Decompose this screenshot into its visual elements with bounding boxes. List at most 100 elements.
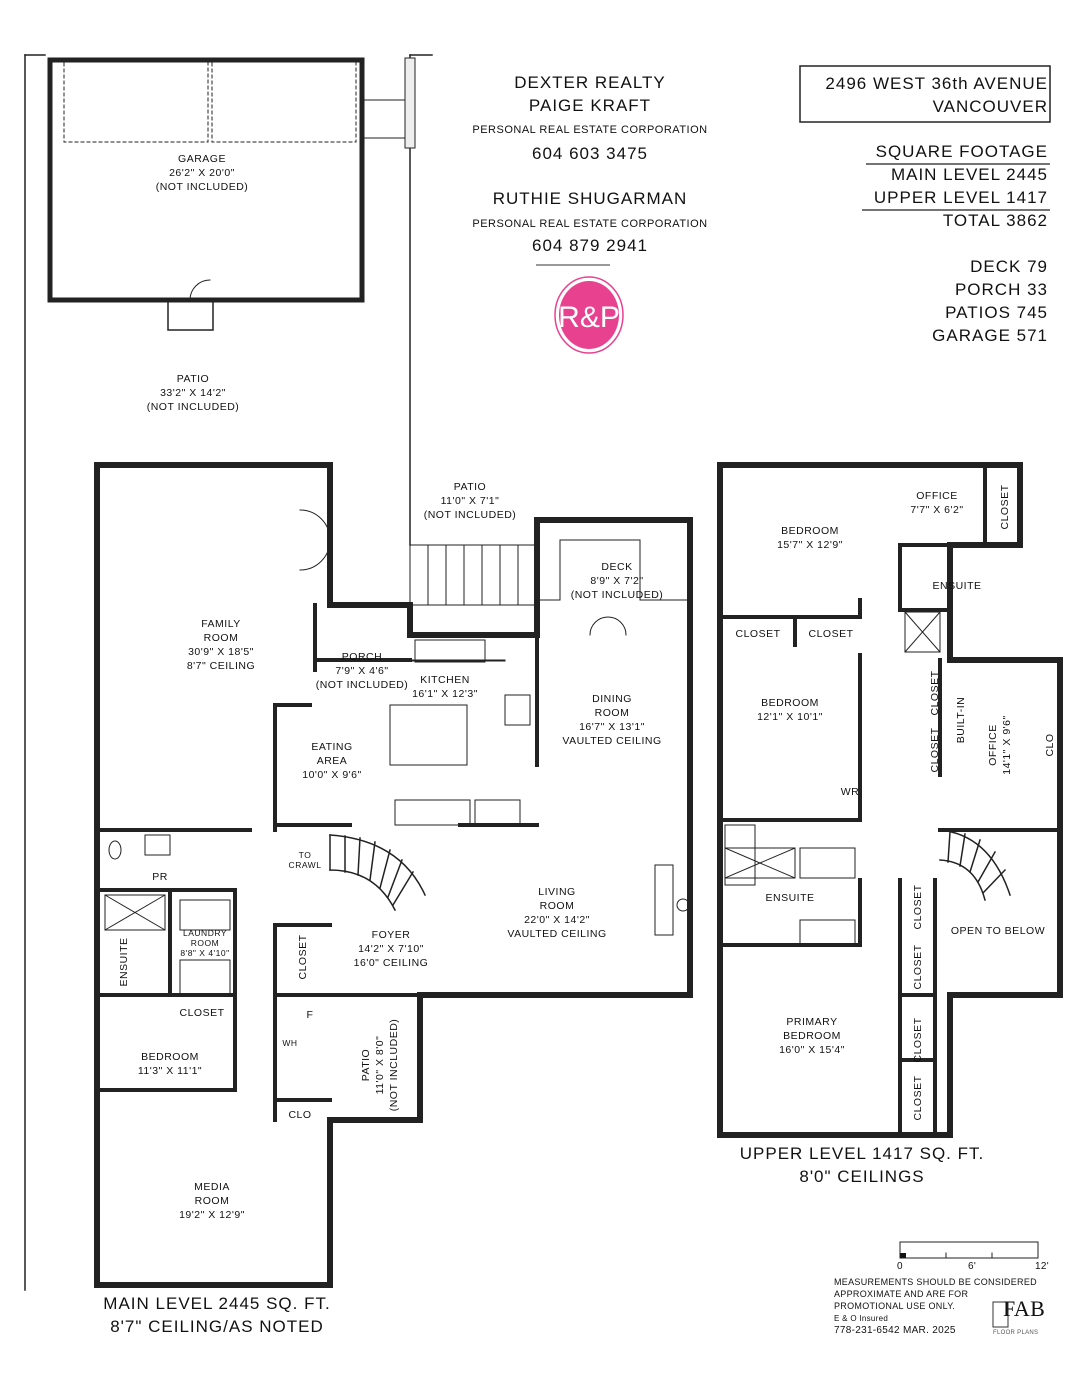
room-label-line: CRAWL: [288, 860, 322, 870]
room-label-line: (NOT INCLUDED): [315, 679, 409, 691]
agent2-name: RUTHIE SHUGARMAN: [492, 189, 688, 208]
sqft-upper: UPPER LEVEL 1417: [873, 188, 1048, 207]
room-label-line: GARAGE: [178, 153, 226, 165]
fab-logo: FAB: [1003, 1296, 1046, 1321]
disclaimer-line3: PROMOTIONAL USE ONLY.: [834, 1301, 956, 1311]
room-label-line: ENSUITE: [765, 892, 815, 904]
contact-date: 778-231-6542 MAR. 2025: [834, 1325, 956, 1336]
room-label-upper-ensuite-1: ENSUITE: [932, 579, 981, 593]
room-label-line: F: [306, 1009, 314, 1021]
room-label-hall-closet-b: CLOSET: [928, 727, 942, 772]
room-label-line: BUILT-IN: [955, 696, 967, 744]
room-label-line: ENSUITE: [118, 937, 130, 987]
room-label-upper-closet-b: CLOSET: [808, 627, 853, 641]
room-label-line: CLOSET: [912, 944, 924, 990]
room-label-line: 26'2" X 20'0": [169, 167, 235, 179]
agent2-corp: PERSONAL REAL ESTATE CORPORATION: [472, 218, 708, 230]
room-label-line: 12'1" X 10'1": [757, 711, 823, 723]
room-label-line: ROOM: [190, 938, 220, 948]
room-label-line: ROOM: [194, 1195, 230, 1207]
room-label-line: CLOSET: [929, 727, 941, 773]
disclaimer-line2: APPROXIMATE AND ARE FOR: [834, 1289, 969, 1299]
room-label-line: 33'2" X 14'2": [160, 387, 226, 399]
room-label-line: CLO: [288, 1109, 312, 1121]
room-label-line: (NOT INCLUDED): [155, 181, 249, 193]
scale-bar: [899, 1241, 1039, 1259]
room-label-line: MEDIA: [194, 1181, 230, 1193]
room-label-primary-closet-a: CLOSET: [911, 884, 925, 929]
room-label-line: 19'2" X 12'9": [179, 1209, 245, 1221]
address-line2: VANCOUVER: [932, 97, 1048, 116]
room-label-line: DECK: [601, 561, 633, 573]
room-label-line: ROOM: [539, 900, 575, 912]
room-label-line: (NOT INCLUDED): [146, 401, 240, 413]
room-label-primary-closet-d: CLOSET: [911, 1075, 925, 1120]
room-label-line: 14'1" X 9'6": [1001, 715, 1013, 775]
room-label-bedroom-closet: CLOSET: [179, 1006, 224, 1020]
room-label-line: EATING: [311, 741, 353, 753]
extra-patios: PATIOS 745: [945, 303, 1048, 322]
room-label-hall-closet-a: CLOSET: [928, 670, 942, 715]
room-label-upper-closet-a: CLOSET: [735, 627, 780, 641]
room-label-powder-room: PR: [152, 870, 168, 884]
room-label-upper-ensuite-2: ENSUITE: [765, 891, 814, 905]
room-label-line: LIVING: [538, 886, 576, 898]
room-label-line: CLOSET: [912, 1075, 924, 1121]
room-label-line: 16'7" X 13'1": [579, 721, 645, 733]
room-label-foyer-closet: CLOSET: [296, 934, 310, 979]
room-label-living-room: LIVING ROOM 22'0" X 14'2" VAULTED CEILING: [507, 885, 606, 941]
upper-level-ceiling: 8'0" CEILINGS: [799, 1167, 925, 1186]
room-label-line: BEDROOM: [761, 697, 819, 709]
room-label-line: PATIO: [453, 481, 487, 493]
room-label-line: AREA: [316, 755, 348, 767]
room-label-line: BEDROOM: [781, 525, 839, 537]
room-label-line: 8'8" X 4'10": [180, 948, 230, 958]
room-label-primary-closet-c: CLOSET: [911, 1017, 925, 1062]
room-label-line: DINING: [592, 693, 632, 705]
room-label-line: 14'2" X 7'10": [358, 943, 424, 955]
room-label-built-in: BUILT-IN: [954, 697, 968, 743]
room-label-line: CLOSET: [808, 628, 854, 640]
agent1-name: PAIGE KRAFT: [528, 96, 652, 115]
sqft-total: TOTAL 3862: [942, 211, 1048, 230]
room-label-garage: GARAGE 26'2" X 20'0" (NOT INCLUDED): [156, 152, 249, 194]
room-label-line: CLOSET: [735, 628, 781, 640]
room-label-line: CLOSET: [999, 484, 1011, 530]
room-label-line: PRIMARY: [786, 1016, 838, 1028]
scale-label-6: 6': [968, 1261, 977, 1272]
fab-logo-sub: FLOOR PLANS: [993, 1330, 1039, 1336]
room-label-line: WH: [282, 1038, 298, 1048]
room-label-line: PATIO: [176, 373, 210, 385]
room-label-line: VAULTED CEILING: [507, 928, 607, 940]
address-line1: 2496 WEST 36th AVENUE: [825, 74, 1048, 93]
main-level-caption: MAIN LEVEL 2445 SQ. FT.: [103, 1294, 331, 1313]
room-label-line: WR: [840, 786, 860, 798]
room-label-line: LAUNDRY: [183, 928, 227, 938]
room-label-line: 7'7" X 6'2": [910, 504, 964, 516]
room-label-line: CLOSET: [912, 1017, 924, 1063]
scale-label-0: 0: [897, 1261, 903, 1272]
room-label-washroom: WR: [841, 785, 860, 799]
sqft-title: SQUARE FOOTAGE: [875, 142, 1048, 161]
upper-level-caption: UPPER LEVEL 1417 SQ. FT.: [739, 1144, 985, 1163]
room-label-line: CLOSET: [297, 934, 309, 980]
room-label-line: 22'0" X 14'2": [524, 914, 590, 926]
svg-text:R&P: R&P: [558, 301, 620, 334]
room-label-line: OPEN TO BELOW: [950, 925, 1046, 937]
room-label-line: PORCH: [341, 651, 383, 663]
room-label-line: (NOT INCLUDED): [423, 509, 517, 521]
main-level-ceiling: 8'7" CEILING/AS NOTED: [110, 1317, 324, 1336]
disclaimer-line1: MEASUREMENTS SHOULD BE CONSIDERED: [834, 1277, 1037, 1287]
room-label-line: (NOT INCLUDED): [570, 589, 664, 601]
